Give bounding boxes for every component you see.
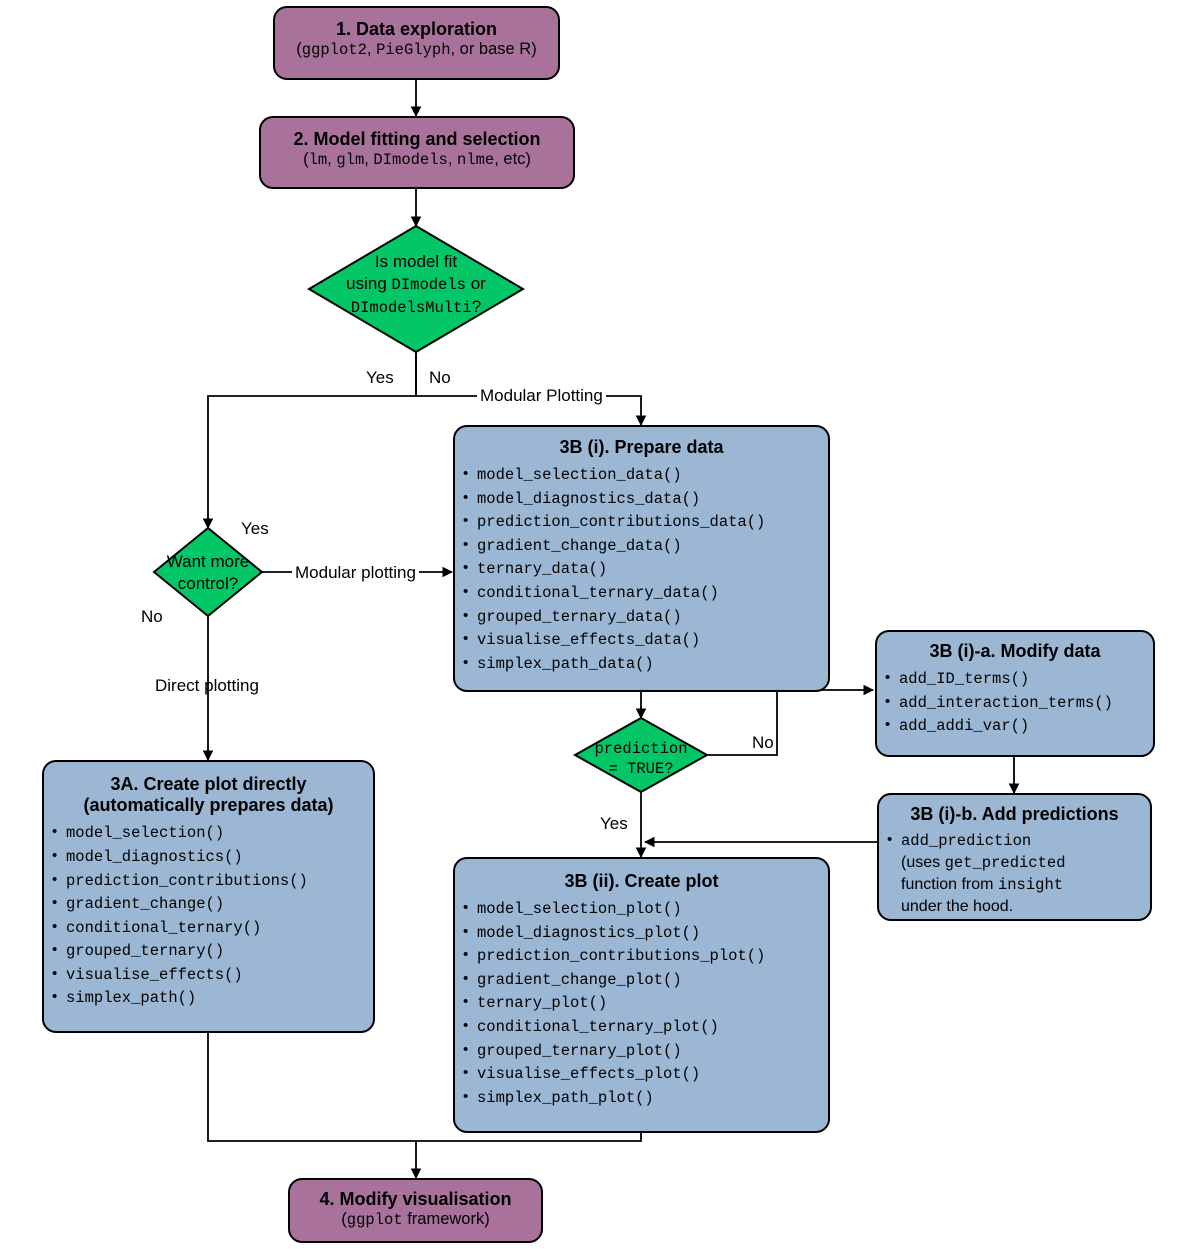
list-item: simplex_path_plot() xyxy=(463,1086,828,1111)
step4-title: 4. Modify visualisation xyxy=(319,1189,512,1209)
step2-nlme-token: nlme xyxy=(457,151,495,170)
list-item: conditional_ternary_plot() xyxy=(463,1015,828,1040)
step2-sub-open: ( xyxy=(303,150,309,169)
step2-sub-tail: , etc) xyxy=(494,150,531,169)
list-item: add_addi_var() xyxy=(885,714,1153,739)
step4-sub-tail: framework) xyxy=(402,1210,490,1229)
list-item: ternary_data() xyxy=(463,557,828,582)
step3a-title-line1: 3A. Create plot directly xyxy=(110,774,307,794)
node-step3a-create-plot-directly[interactable]: 3A. Create plot directly (automatically … xyxy=(42,760,375,1033)
list-item: simplex_path() xyxy=(52,986,373,1011)
list-item: grouped_ternary_plot() xyxy=(463,1039,828,1064)
node-step3bii-create-plot[interactable]: 3B (ii). Create plot model_selection_plo… xyxy=(453,857,830,1133)
list-item: prediction_contributions() xyxy=(52,869,373,894)
node-step3bib-add-predictions[interactable]: 3B (i)-b. Add predictions add_prediction… xyxy=(877,793,1152,921)
list-item: add_prediction (uses get_predicted funct… xyxy=(887,830,1150,918)
list-item: conditional_ternary_data() xyxy=(463,581,828,606)
list-item: visualise_effects_plot() xyxy=(463,1062,828,1087)
step1-ggplot2-token: ggplot2 xyxy=(301,41,367,60)
step3bia-title: 3B (i)-a. Modify data xyxy=(929,641,1101,661)
step4-ggplot-token: ggplot xyxy=(346,1211,403,1230)
edge-label-decision3-no: No xyxy=(752,733,774,752)
step3a-function-list: model_selection() model_diagnostics() pr… xyxy=(44,821,373,1011)
step2-title: 2. Model fitting and selection xyxy=(293,129,541,149)
step1-title: 1. Data exploration xyxy=(335,19,498,39)
list-item: model_selection() xyxy=(52,821,373,846)
step3bi-function-list: model_selection_data() model_diagnostics… xyxy=(455,463,828,677)
list-item: model_selection_data() xyxy=(463,463,828,488)
list-item: gradient_change_data() xyxy=(463,534,828,559)
step2-glm-token: glm xyxy=(336,151,365,170)
step3a-title-line2: (automatically prepares data) xyxy=(83,795,334,816)
list-item: prediction_contributions_data() xyxy=(463,510,828,535)
step3bib-title: 3B (i)-b. Add predictions xyxy=(910,804,1119,824)
step3bib-insight-token: insight xyxy=(997,876,1064,895)
list-item: ternary_plot() xyxy=(463,991,828,1016)
step3bib-add-prediction-token: add_prediction xyxy=(901,832,1032,851)
step3bib-function-from-text: function from xyxy=(901,876,998,894)
edge-label-decision1-yes: Yes xyxy=(366,368,394,387)
step3bib-under-hood-text: under the hood. xyxy=(901,898,1014,915)
step1-pieglyph-token: PieGlyph xyxy=(376,41,451,60)
decision-shape-model-fit[interactable] xyxy=(307,224,525,354)
step4-subtitle: (ggplot framework) xyxy=(290,1210,541,1230)
step3bib-function-list: add_prediction (uses get_predicted funct… xyxy=(879,830,1150,918)
step1-subtitle: (ggplot2, PieGlyph, or base R) xyxy=(275,40,558,60)
decision-shape-prediction-true[interactable] xyxy=(572,716,710,794)
list-item: visualise_effects_data() xyxy=(463,628,828,653)
edge-step3a-to-merge xyxy=(207,1033,416,1142)
step1-sub-open: ( xyxy=(296,40,302,59)
step2-lm-token: lm xyxy=(308,151,328,170)
step2-sep3: , xyxy=(447,150,458,169)
list-item: model_diagnostics_data() xyxy=(463,487,828,512)
step3bii-title: 3B (ii). Create plot xyxy=(564,871,719,891)
step2-sep2: , xyxy=(364,150,374,169)
list-item: model_diagnostics_plot() xyxy=(463,921,828,946)
step3bi-title: 3B (i). Prepare data xyxy=(559,437,724,457)
list-item: grouped_ternary() xyxy=(52,939,373,964)
edge-decision3-no-to-step3bia xyxy=(707,684,875,756)
step2-subtitle: (lm, glm, DImodels, nlme, etc) xyxy=(261,150,573,170)
edge-label-decision2-no: No xyxy=(141,607,163,626)
step3bib-get-predicted-token: get_predicted xyxy=(944,854,1066,873)
node-step4-modify-visualisation[interactable]: 4. Modify visualisation (ggplot framewor… xyxy=(288,1178,543,1243)
node-step3bi-prepare-data[interactable]: 3B (i). Prepare data model_selection_dat… xyxy=(453,425,830,692)
step3bib-uses-text: (uses xyxy=(901,854,945,872)
step4-sub-open: ( xyxy=(341,1210,347,1229)
list-item: prediction_contributions_plot() xyxy=(463,944,828,969)
step2-sep1: , xyxy=(327,150,337,169)
decision-shape-want-more-control[interactable] xyxy=(152,526,264,618)
step3bia-function-list: add_ID_terms() add_interaction_terms() a… xyxy=(877,667,1153,739)
edge-label-modular-plotting-top: Modular Plotting xyxy=(477,386,606,406)
step1-sep1: , xyxy=(366,40,377,59)
edge-label-decision3-yes: Yes xyxy=(600,814,628,833)
list-item: gradient_change() xyxy=(52,892,373,917)
list-item: visualise_effects() xyxy=(52,963,373,988)
step2-dimodels-token: DImodels xyxy=(373,151,448,170)
list-item: conditional_ternary() xyxy=(52,916,373,941)
edge-label-decision2-yes: Yes xyxy=(241,519,269,538)
list-item: simplex_path_data() xyxy=(463,652,828,677)
edge-label-decision1-no: No xyxy=(429,368,451,387)
node-step1-data-exploration[interactable]: 1. Data exploration (ggplot2, PieGlyph, … xyxy=(273,6,560,80)
step3bii-function-list: model_selection_plot() model_diagnostics… xyxy=(455,897,828,1111)
list-item: add_ID_terms() xyxy=(885,667,1153,692)
list-item: model_selection_plot() xyxy=(463,897,828,922)
list-item: gradient_change_plot() xyxy=(463,968,828,993)
node-step2-model-fitting[interactable]: 2. Model fitting and selection (lm, glm,… xyxy=(259,116,575,189)
list-item: grouped_ternary_data() xyxy=(463,605,828,630)
node-step3bia-modify-data[interactable]: 3B (i)-a. Modify data add_ID_terms() add… xyxy=(875,630,1155,757)
list-item: model_diagnostics() xyxy=(52,845,373,870)
list-item: add_interaction_terms() xyxy=(885,691,1153,716)
edge-label-direct-plotting: Direct plotting xyxy=(155,676,259,695)
edge-label-modular-plotting-mid: Modular plotting xyxy=(292,563,419,583)
step1-sub-tail: , or base R) xyxy=(450,40,537,59)
edge-step3bii-to-merge xyxy=(416,1133,642,1142)
